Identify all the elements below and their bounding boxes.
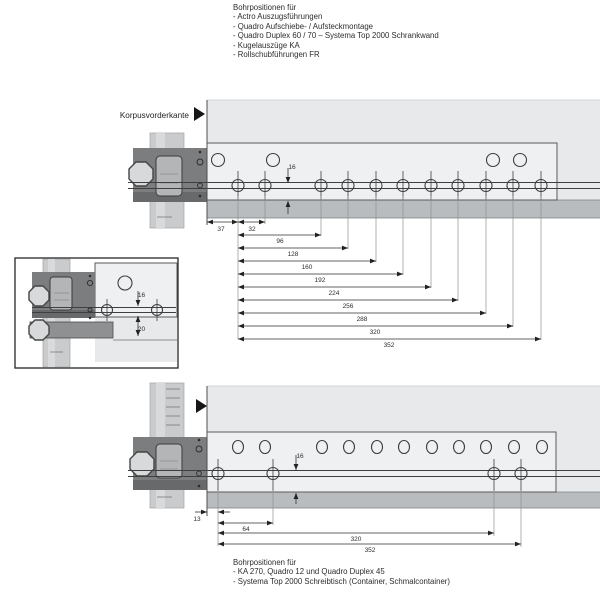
svg-text:192: 192 [315, 277, 326, 284]
centerline-drill-holes [211, 459, 528, 491]
note-line: - Kugelauszüge KA [233, 40, 300, 50]
bracket-pin-dot [198, 150, 202, 154]
panel-bottom-strip [207, 492, 600, 508]
upper-row-drill-holes [210, 152, 528, 168]
svg-text:20: 20 [138, 326, 146, 333]
front-edge-arrow-icon [196, 399, 207, 413]
svg-text:96: 96 [276, 238, 284, 245]
inset-cam-knob-upper [28, 285, 50, 307]
inset-dim-16: 16 [135, 291, 146, 306]
svg-text:37: 37 [217, 226, 225, 233]
dimension-chain: 37 32 96 128 160 192 224 256 288 320 352 [207, 219, 541, 349]
extension-lines [217, 490, 522, 547]
svg-text:256: 256 [343, 303, 354, 310]
bracket-pin-dot [198, 194, 202, 198]
header-notes: Bohrpositionen für - Actro Auszugsführun… [233, 3, 439, 59]
svg-text:352: 352 [384, 342, 395, 349]
svg-text:32: 32 [248, 226, 256, 233]
bracket-centerline-hole [196, 470, 202, 477]
upper-row-drill-holes [231, 439, 549, 455]
extension-lines [237, 196, 542, 340]
top-diagram: Korpusvorderkante 16 37 32 [120, 99, 600, 349]
note-line: - Quadro Aufschiebe- / Aufsteckmontage [233, 21, 373, 31]
notes-title: Bohrpositionen für [233, 558, 297, 567]
svg-text:16: 16 [288, 164, 296, 171]
vertical-dim-16: 16 [293, 453, 304, 504]
svg-text:128: 128 [288, 251, 299, 258]
inset-drill-holes [100, 275, 164, 321]
notes-title: Bohrpositionen für [233, 3, 297, 12]
note-line: - Actro Auszugsführungen [233, 12, 323, 22]
front-edge-label: Korpusvorderkante [120, 111, 190, 120]
svg-text:64: 64 [242, 526, 250, 533]
bracket-hole [195, 445, 203, 453]
front-edge-arrow-icon [194, 107, 205, 121]
svg-text:320: 320 [351, 536, 362, 543]
inset-detail: 16 20 [14, 257, 179, 369]
bottom-diagram: 16 13 64 320 352 [128, 382, 600, 554]
note-line: - Rollschubführungen FR [233, 50, 320, 60]
svg-text:288: 288 [357, 316, 368, 323]
vertical-dim-16: 16 [285, 164, 296, 214]
dimension-chain: 13 64 320 352 [193, 509, 521, 554]
svg-text:160: 160 [302, 264, 313, 271]
svg-text:16: 16 [296, 453, 304, 460]
bracket-pin-dot [197, 438, 201, 442]
svg-text:320: 320 [370, 329, 381, 336]
bracket-pin-dot [197, 484, 201, 488]
slide-rail [206, 431, 557, 493]
svg-text:352: 352 [365, 547, 376, 554]
note-line: - Quadro Duplex 60 / 70 – Systema Top 20… [233, 31, 439, 41]
svg-text:16: 16 [138, 292, 146, 299]
inset-cam-knob-lower [28, 319, 50, 341]
cam-knob [128, 161, 154, 187]
note-line: - KA 270, Quadro 12 und Quadro Duplex 45 [233, 567, 385, 577]
bracket-centerline-hole [197, 182, 203, 189]
svg-text:13: 13 [193, 516, 201, 523]
panel-bottom-strip [207, 200, 600, 218]
centerline-drill-holes [231, 171, 548, 200]
footer-notes: Bohrpositionen für - KA 270, Quadro 12 u… [233, 558, 450, 586]
bracket-hole [196, 158, 204, 166]
inset-bracket-centerline-hole [87, 307, 93, 313]
inset-dim-20: 20 [135, 316, 146, 336]
note-line: - Systema Top 2000 Schreibtisch (Contain… [233, 576, 450, 586]
slide-rail [206, 142, 558, 201]
cam-knob [129, 451, 155, 477]
svg-text:224: 224 [329, 290, 340, 297]
